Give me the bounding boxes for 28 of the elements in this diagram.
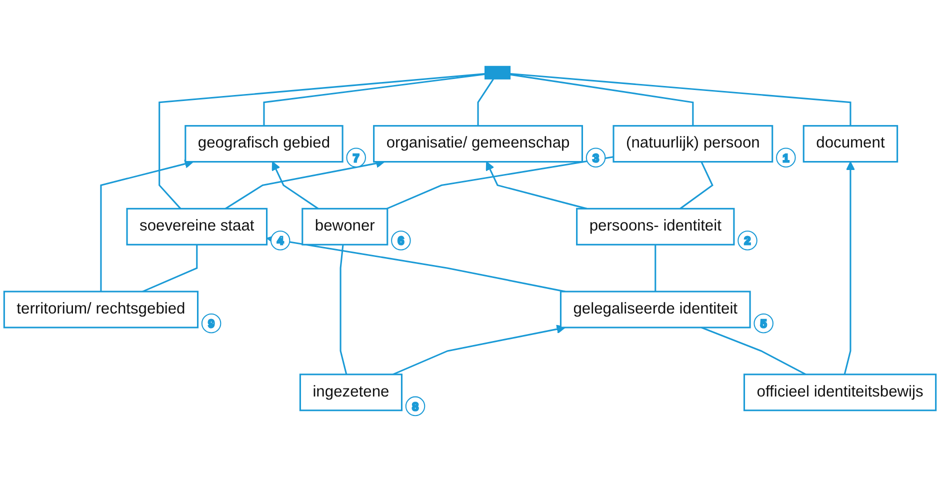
connector-line [142, 244, 198, 292]
connector-line [701, 326, 806, 376]
connector-line [510, 72, 852, 126]
connector-line [263, 73, 486, 126]
connector-line [844, 161, 856, 375]
number-badge: 6 [391, 230, 411, 250]
connector-line [510, 74, 694, 126]
connector-line [386, 156, 614, 210]
connector-line [477, 78, 494, 126]
number-badge: 9 [201, 313, 222, 334]
top-bar [484, 66, 511, 80]
connector-line [654, 244, 656, 292]
connector-line [680, 161, 714, 210]
number-badge: 5 [754, 313, 774, 334]
concept-box: document [802, 125, 898, 163]
number-badge: 4 [270, 230, 290, 250]
connector-line [340, 244, 348, 375]
number-badge: 1 [776, 148, 796, 168]
connector-line [392, 324, 566, 376]
number-badge: 7 [346, 148, 366, 168]
connector-line [486, 161, 588, 210]
number-badge: 2 [738, 230, 758, 250]
concept-box: officieel identiteitsbewijs [743, 374, 937, 412]
connector-line [158, 73, 486, 210]
number-badge: 8 [405, 396, 426, 416]
connector-line [272, 161, 319, 210]
connector-line [266, 235, 566, 292]
number-badge: 3 [586, 148, 606, 168]
